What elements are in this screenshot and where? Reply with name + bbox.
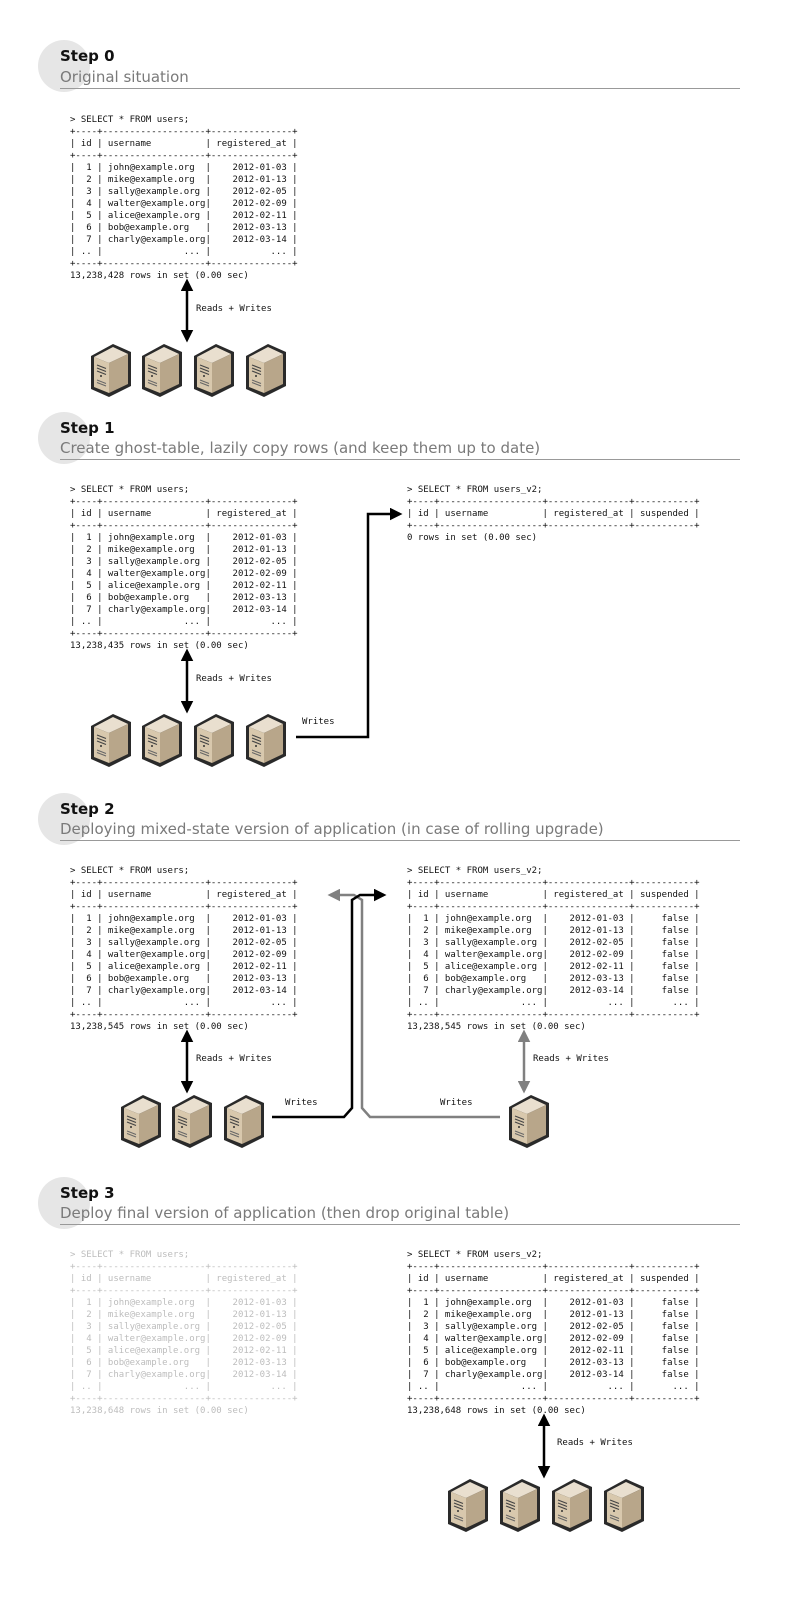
step-0-users-table: > SELECT * FROM users; +----+-----------… <box>70 115 298 281</box>
step-1-subtitle: Create ghost-table, lazily copy rows (an… <box>60 439 541 457</box>
step-1-title: Step 1 <box>60 419 115 437</box>
step-1-writes-label: Writes <box>302 717 335 727</box>
step-2-writes-label-left: Writes <box>285 1098 318 1108</box>
step-0-subtitle: Original situation <box>60 68 189 86</box>
server-icon <box>496 1477 542 1533</box>
step-3-users-v2-table: > SELECT * FROM users_v2; +----+--------… <box>407 1250 700 1416</box>
server-icon <box>190 712 236 768</box>
step-1-divider <box>60 459 740 460</box>
step-3-subtitle: Deploy final version of application (the… <box>60 1204 510 1222</box>
step-2-subtitle: Deploying mixed-state version of applica… <box>60 820 604 838</box>
server-icon <box>138 712 184 768</box>
server-icon <box>168 1093 214 1149</box>
step-3-users-table-faded: > SELECT * FROM users; +----+-----------… <box>70 1250 298 1416</box>
server-icon <box>190 342 236 398</box>
step-2-users-table: > SELECT * FROM users; +----+-----------… <box>70 866 298 1032</box>
server-icon <box>548 1477 594 1533</box>
server-icon <box>242 712 288 768</box>
server-icon <box>117 1093 163 1149</box>
step-1-users-v2-table: > SELECT * FROM users_v2; +----+--------… <box>407 485 700 543</box>
step-2-circle <box>38 793 90 845</box>
step-0-reads-writes-label: Reads + Writes <box>196 304 272 314</box>
step-1-writes-arrow <box>296 507 403 739</box>
step-2-divider <box>60 840 740 841</box>
server-icon <box>87 342 133 398</box>
step-2-reads-writes-label-right: Reads + Writes <box>533 1054 609 1064</box>
step-1-users-table: > SELECT * FROM users; +----+-----------… <box>70 485 298 651</box>
server-icon <box>600 1477 646 1533</box>
step-3-reads-writes-label: Reads + Writes <box>557 1438 633 1448</box>
step-2-reads-writes-label-left: Reads + Writes <box>196 1054 272 1064</box>
server-icon <box>220 1093 266 1149</box>
step-0-title: Step 0 <box>60 47 115 65</box>
step-2-users-v2-table: > SELECT * FROM users_v2; +----+--------… <box>407 866 700 1032</box>
step-1-reads-writes-label: Reads + Writes <box>196 674 272 684</box>
server-icon <box>505 1093 551 1149</box>
server-icon <box>444 1477 490 1533</box>
server-icon <box>87 712 133 768</box>
server-icon <box>242 342 288 398</box>
step-2-title: Step 2 <box>60 800 115 818</box>
step-3-divider <box>60 1224 740 1225</box>
step-0-divider <box>60 88 740 89</box>
step-3-circle <box>38 1177 90 1229</box>
server-icon <box>138 342 184 398</box>
step-3-title: Step 3 <box>60 1184 115 1202</box>
step-1-circle <box>38 412 90 464</box>
step-0-circle <box>38 40 90 92</box>
step-2-writes-label-right: Writes <box>440 1098 473 1108</box>
